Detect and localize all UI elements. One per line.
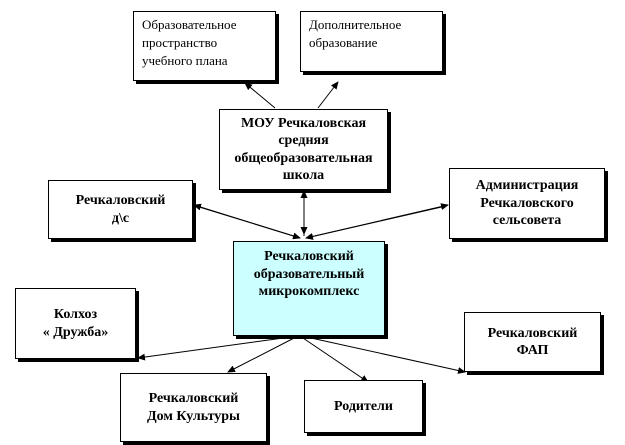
node-extra-edu-label: Дополнительное образование [309,17,402,51]
node-fap: Речкаловский ФАП [464,312,601,372]
node-administration-label: Администрация Речкаловского сельсовета [475,178,579,229]
node-kindergarten: Речкаловский д\с [48,180,193,239]
arrow-kindergarten-to-complex [195,205,301,240]
node-kindergarten-label: Речкаловский д\с [75,193,166,226]
node-extra-edu: Дополнительное образование [300,11,443,72]
node-kolkhoz: Колхоз « Дружба» [15,288,136,359]
arrow-administration-to-complex [305,205,447,240]
arrow-complex-to-kolkhoz [137,335,299,361]
node-culture-house-label: Речкаловский Дом Культуры [147,391,240,424]
node-kolkhoz-label: Колхоз « Дружба» [42,307,109,340]
node-culture-house: Речкаловский Дом Культуры [120,373,267,442]
node-complex-label: Речкаловский образовательный микрокомпле… [253,249,365,299]
arrow-school-to-extra-edu [317,81,339,109]
arrow-complex-to-culture-house [227,335,299,373]
node-parents-label: Родители [334,398,393,414]
node-fap-label: Речкаловский ФАП [487,325,578,359]
node-complex: Речкаловский образовательный микрокомпле… [233,241,385,336]
node-edu-space-label: Образовательное пространство учебного пл… [142,17,237,69]
node-school: МОУ Речкаловская средняя общеобразовател… [219,109,388,190]
arrow-school-to-edu-space [244,82,276,109]
node-parents: Родители [304,380,423,433]
arrow-complex-to-parents [299,335,369,383]
node-administration: Администрация Речкаловского сельсовета [449,168,605,239]
node-edu-space: Образовательное пространство учебного пл… [133,11,276,81]
node-school-label: МОУ Речкаловская средняя общеобразовател… [234,115,373,184]
arrow-complex-to-fap [301,335,466,374]
